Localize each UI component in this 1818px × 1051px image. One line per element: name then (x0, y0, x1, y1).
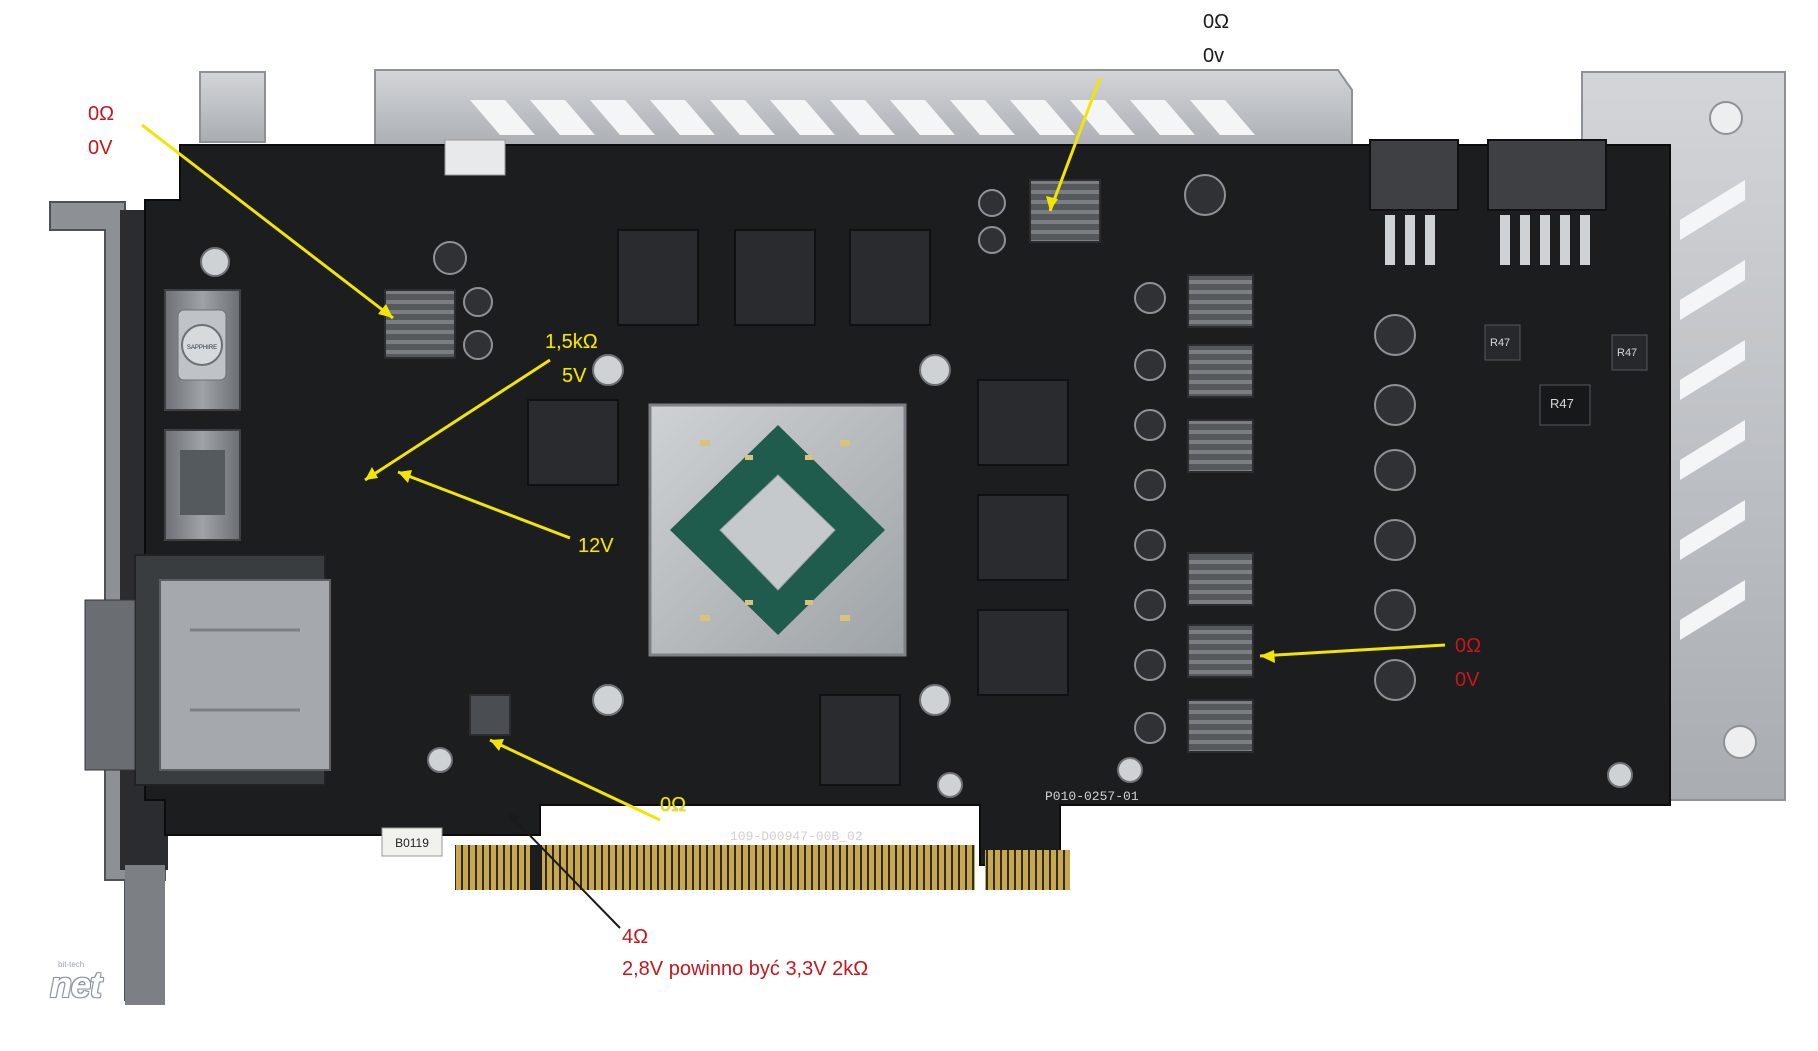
serial-sticker: B0119 (381, 827, 443, 857)
note-right-vrm-volt: 0V (1455, 669, 1480, 691)
note-mid-left-volt: 5V (562, 365, 587, 387)
board-code: P010-0257-01 (1045, 789, 1139, 804)
pcie-connector-short (985, 850, 1070, 890)
note-bottom-ohm: 4Ω (622, 926, 649, 948)
note-top-left-volt: 0V (88, 137, 113, 159)
capacitors (433, 174, 1416, 744)
watermark-main: net (50, 964, 102, 1005)
svg-text:B0119: B0119 (395, 836, 429, 850)
sapphire-logo: SAPPHIRE (181, 324, 223, 366)
note-top-left-ohm: 0Ω (88, 103, 115, 125)
r47-chokes: R47 R47 R47 (1484, 324, 1648, 426)
note-bottom-mid: 0Ω (660, 794, 687, 816)
choke-label: R47 (1490, 337, 1510, 349)
choke-label: R47 (1617, 347, 1637, 359)
choke-label: R47 (1550, 396, 1574, 411)
pcb-board (144, 144, 1671, 890)
annotation-arrows (141, 77, 1446, 822)
note-bottom-voltage: 2,8V powinno być 3,3V 2kΩ (622, 958, 869, 980)
vrm-chokes (384, 179, 1254, 753)
note-top-center-ohm: 0Ω (1203, 11, 1230, 33)
gpu-chip (648, 403, 907, 657)
power-connectors (444, 139, 1607, 265)
black-arrow (507, 812, 621, 929)
note-right-vrm-ohm: 0Ω (1455, 635, 1482, 657)
cooler-bracket (199, 69, 1786, 801)
bit-tech-watermark: bit-tech net (50, 960, 104, 1010)
note-12v: 12V (578, 535, 614, 557)
mounting-holes (200, 247, 1633, 798)
display-ports (84, 289, 331, 786)
note-mid-left-ohm: 1,5kΩ (545, 331, 598, 353)
watermark-sub: bit-tech (58, 960, 85, 969)
board-part-number: 109-D00947-00B_02 (730, 829, 863, 844)
svg-text:SAPPHIRE: SAPPHIRE (187, 345, 217, 351)
annotation-arrowheads (365, 196, 1275, 751)
note-top-center-volt: 0v (1203, 45, 1225, 67)
memory-chips (527, 229, 1069, 786)
